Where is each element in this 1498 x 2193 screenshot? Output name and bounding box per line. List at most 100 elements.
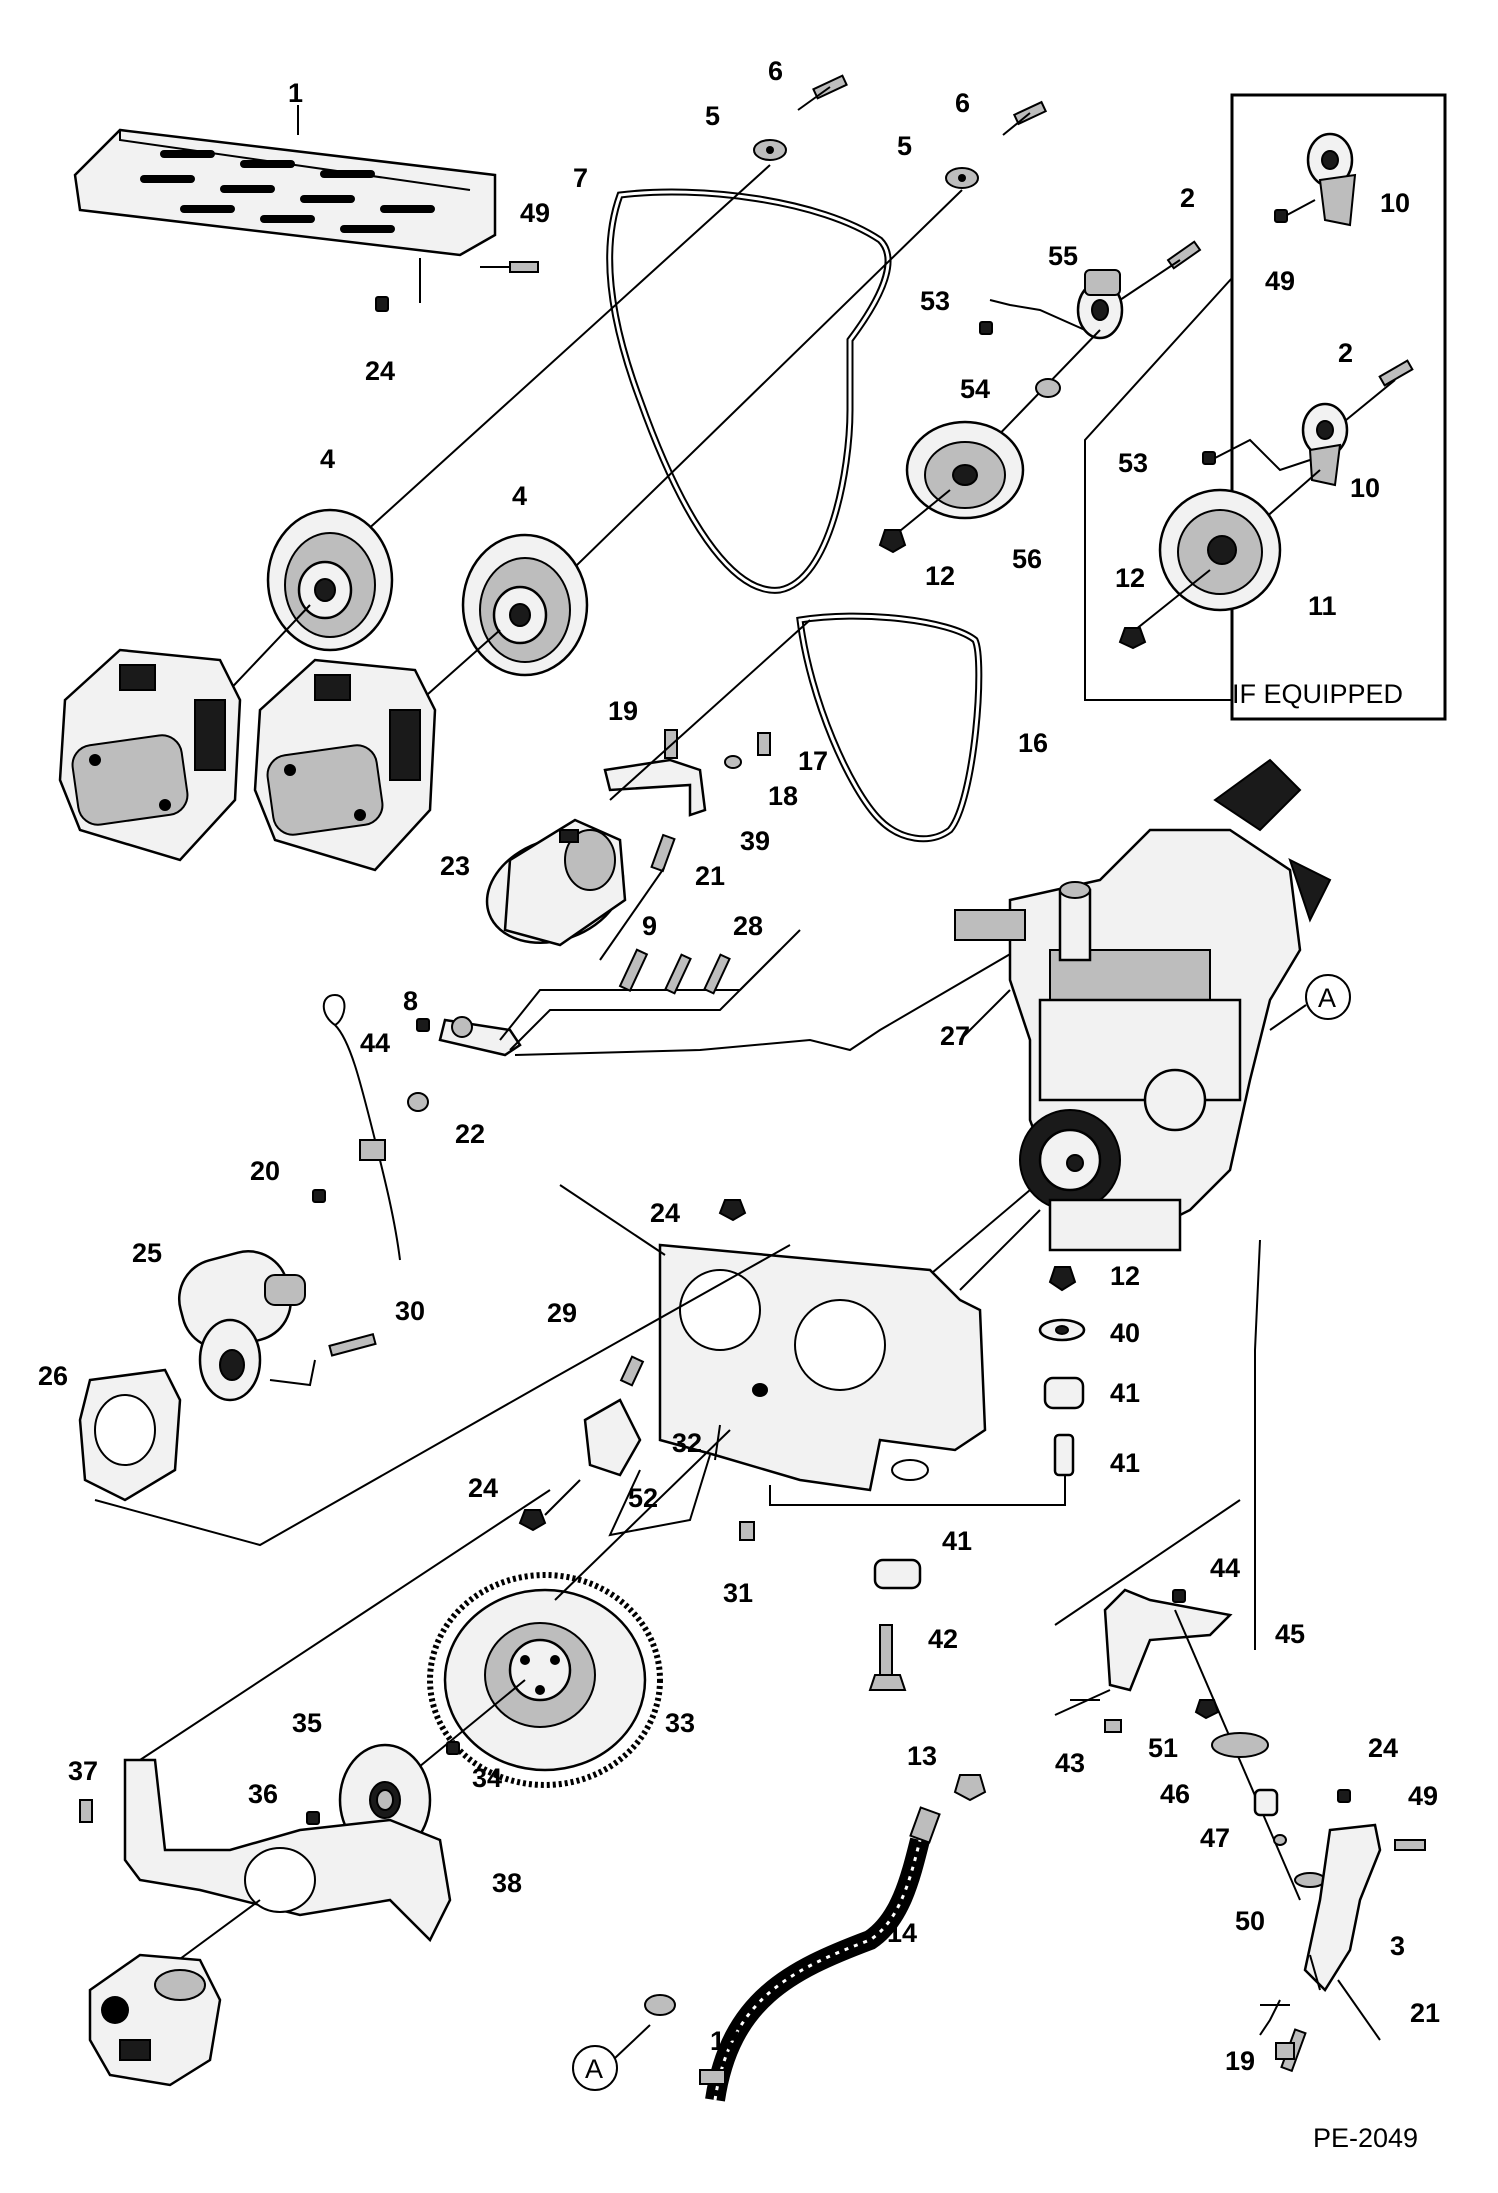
callout-label: 2	[1180, 183, 1195, 213]
callout-label: 50	[1235, 1906, 1265, 1936]
idler-bracket	[1076, 269, 1124, 340]
mount-bracket	[1303, 1823, 1382, 1992]
callout-label: 4	[320, 444, 335, 474]
callout-label: 11	[1308, 591, 1337, 621]
callout-label: 56	[1012, 544, 1042, 574]
connector-ref-top-label: A	[1318, 983, 1336, 1013]
callout-label: 44	[1210, 1553, 1240, 1583]
callout-label: 52	[628, 1483, 658, 1513]
inset-box	[1230, 93, 1447, 721]
pulley-right	[461, 533, 589, 677]
inset-idler-bracket-bottom	[1301, 402, 1349, 487]
callout-label: 12	[925, 561, 955, 591]
callout-label: 17	[798, 746, 828, 776]
callout-label: 19	[1225, 2046, 1255, 2076]
callout-label: 55	[1048, 241, 1078, 271]
callout-label: 41	[1110, 1378, 1140, 1408]
pulley-left	[266, 508, 394, 652]
flywheel	[427, 1572, 663, 1788]
callout-label: 14	[887, 1918, 917, 1948]
callout-label: 40	[1110, 1318, 1140, 1348]
callout-label: 19	[608, 696, 638, 726]
callout-label: 6	[768, 56, 783, 86]
callout-label: 49	[520, 198, 550, 228]
callout-label: 44	[360, 1028, 390, 1058]
drawing-number: PE-2049	[1313, 2123, 1418, 2153]
callout-label: 16	[1018, 728, 1048, 758]
callout-label: 27	[940, 1021, 970, 1051]
callout-label: 15	[710, 2026, 740, 2056]
callout-label: 54	[960, 374, 990, 404]
callout-label: 53	[920, 286, 950, 316]
callout-label: 20	[250, 1156, 280, 1186]
callout-label: 4	[512, 481, 527, 511]
callout-label: 12	[1115, 563, 1145, 593]
callout-label: 23	[440, 851, 470, 881]
callout-label: 43	[1055, 1748, 1085, 1778]
callout-label: 26	[38, 1361, 68, 1391]
callout-label: 34	[472, 1763, 502, 1793]
hydraulic-pump-right	[253, 658, 437, 872]
callout-label: 51	[1148, 1733, 1178, 1763]
inset-idler-pulley	[1158, 488, 1282, 612]
callout-label: 6	[955, 88, 970, 118]
callout-label: 46	[1160, 1779, 1190, 1809]
connector-ref-top	[1305, 974, 1351, 1020]
callout-label: 29	[547, 1298, 577, 1328]
callout-label: 8	[403, 986, 418, 1016]
callout-label: 39	[740, 826, 770, 856]
callout-label: 9	[642, 911, 657, 941]
callout-label: 33	[665, 1708, 695, 1738]
callout-label: 31	[723, 1578, 753, 1608]
callout-label: 35	[292, 1708, 322, 1738]
engine-block	[954, 758, 1332, 1252]
callout-label: 38	[492, 1868, 522, 1898]
idler-pulley	[905, 420, 1025, 520]
callout-label: 24	[468, 1473, 498, 1503]
inset-idler-bracket-top	[1306, 132, 1357, 227]
callout-label: 49	[1265, 266, 1295, 296]
callout-label: 5	[897, 131, 912, 161]
callout-label: 3	[1390, 1931, 1405, 1961]
connector-ref-bottom	[572, 2045, 618, 2091]
callout-label: 22	[455, 1119, 485, 1149]
hydraulic-pump-left	[58, 648, 242, 862]
callout-label: 36	[248, 1779, 278, 1809]
callout-label: 47	[1200, 1823, 1230, 1853]
callouts: 1 49 24 6 5 6 5 7 2 55 53 54 12 56 10 49…	[38, 56, 1440, 2076]
callout-label: 42	[928, 1624, 958, 1654]
alternator	[485, 818, 627, 947]
callout-label: 21	[1410, 1998, 1440, 2028]
callout-label: 18	[768, 781, 798, 811]
connector-ref-bottom-label: A	[585, 2054, 603, 2084]
callout-label: 7	[573, 163, 588, 193]
callout-label: 45	[1275, 1619, 1305, 1649]
callout-label: 30	[395, 1296, 425, 1326]
callout-label: 12	[1110, 1261, 1140, 1291]
callout-label: 49	[1408, 1781, 1438, 1811]
callout-label: 2	[1338, 338, 1353, 368]
gear-pump	[88, 1953, 222, 2087]
pump-mounting-bracket	[123, 1758, 452, 1943]
callout-label: 37	[68, 1756, 98, 1786]
callout-label: 5	[705, 101, 720, 131]
starter-motor	[177, 1250, 306, 1402]
callout-label: 21	[695, 861, 725, 891]
callout-label: 24	[365, 356, 395, 386]
callout-label: 41	[1110, 1448, 1140, 1478]
callout-label: 32	[672, 1428, 702, 1458]
callout-label: 53	[1118, 448, 1148, 478]
callout-label: 24	[650, 1198, 680, 1228]
callout-label: 28	[733, 911, 763, 941]
engine-cover-part	[73, 128, 497, 257]
callout-label: 24	[1368, 1733, 1398, 1763]
callout-label: 10	[1380, 188, 1410, 218]
callout-label: 10	[1350, 473, 1380, 503]
callout-label: 1	[288, 78, 303, 108]
inset-label: IF EQUIPPED	[1232, 679, 1403, 709]
callout-label: 25	[132, 1238, 162, 1268]
callout-label: 13	[907, 1741, 937, 1771]
mounting-plate	[658, 1243, 987, 1492]
callout-label: 41	[942, 1526, 972, 1556]
